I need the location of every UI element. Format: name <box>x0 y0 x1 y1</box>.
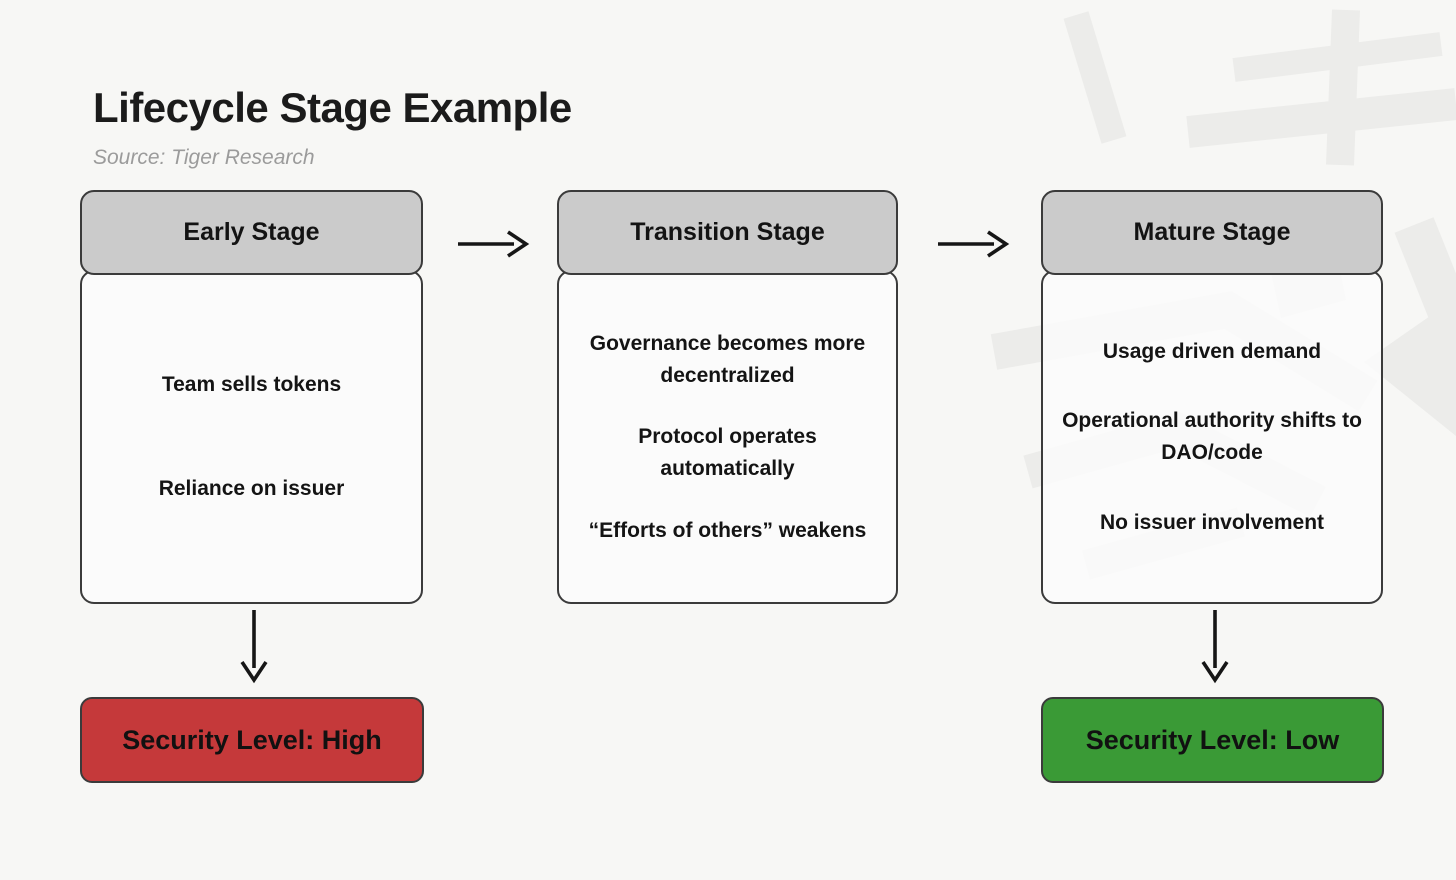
stage-item: Usage driven demand <box>1102 339 1322 363</box>
stage-body-early: Team sells tokens Reliance on issuer <box>80 270 423 604</box>
stage-header-mature: Mature Stage <box>1041 190 1383 275</box>
stage-box-mature: Usage driven demand Operational authorit… <box>1041 190 1383 604</box>
stage-item: Protocol operates automatically <box>638 425 817 480</box>
stage-item: Operational authority shifts to DAO/code <box>1062 409 1362 464</box>
stage-box-transition: Governance becomes more decentralized Pr… <box>557 190 898 604</box>
stage-body-mature: Usage driven demand Operational authorit… <box>1041 270 1383 604</box>
arrow-right-icon <box>938 230 1010 258</box>
stage-box-early: Team sells tokens Reliance on issuer Ear… <box>80 190 423 604</box>
stage-header-transition: Transition Stage <box>557 190 898 275</box>
arrow-down-icon <box>240 610 268 684</box>
stage-body-transition: Governance becomes more decentralized Pr… <box>557 270 898 604</box>
stage-item: Team sells tokens <box>161 373 342 397</box>
arrow-down-icon <box>1201 610 1229 684</box>
arrow-right-icon <box>458 230 530 258</box>
page-title: Lifecycle Stage Example <box>93 84 572 131</box>
stage-item: Governance becomes more decentralized <box>589 331 866 387</box>
stage-item: “Efforts of others” weakens <box>588 518 867 542</box>
stage-item: Reliance on issuer <box>158 476 345 500</box>
security-level-low-box: Security Level: Low <box>1041 697 1384 783</box>
stage-header-early: Early Stage <box>80 190 423 275</box>
source-attribution: Source: Tiger Research <box>93 146 315 169</box>
security-level-high-box: Security Level: High <box>80 697 424 783</box>
stage-item: No issuer involvement <box>1099 510 1325 534</box>
